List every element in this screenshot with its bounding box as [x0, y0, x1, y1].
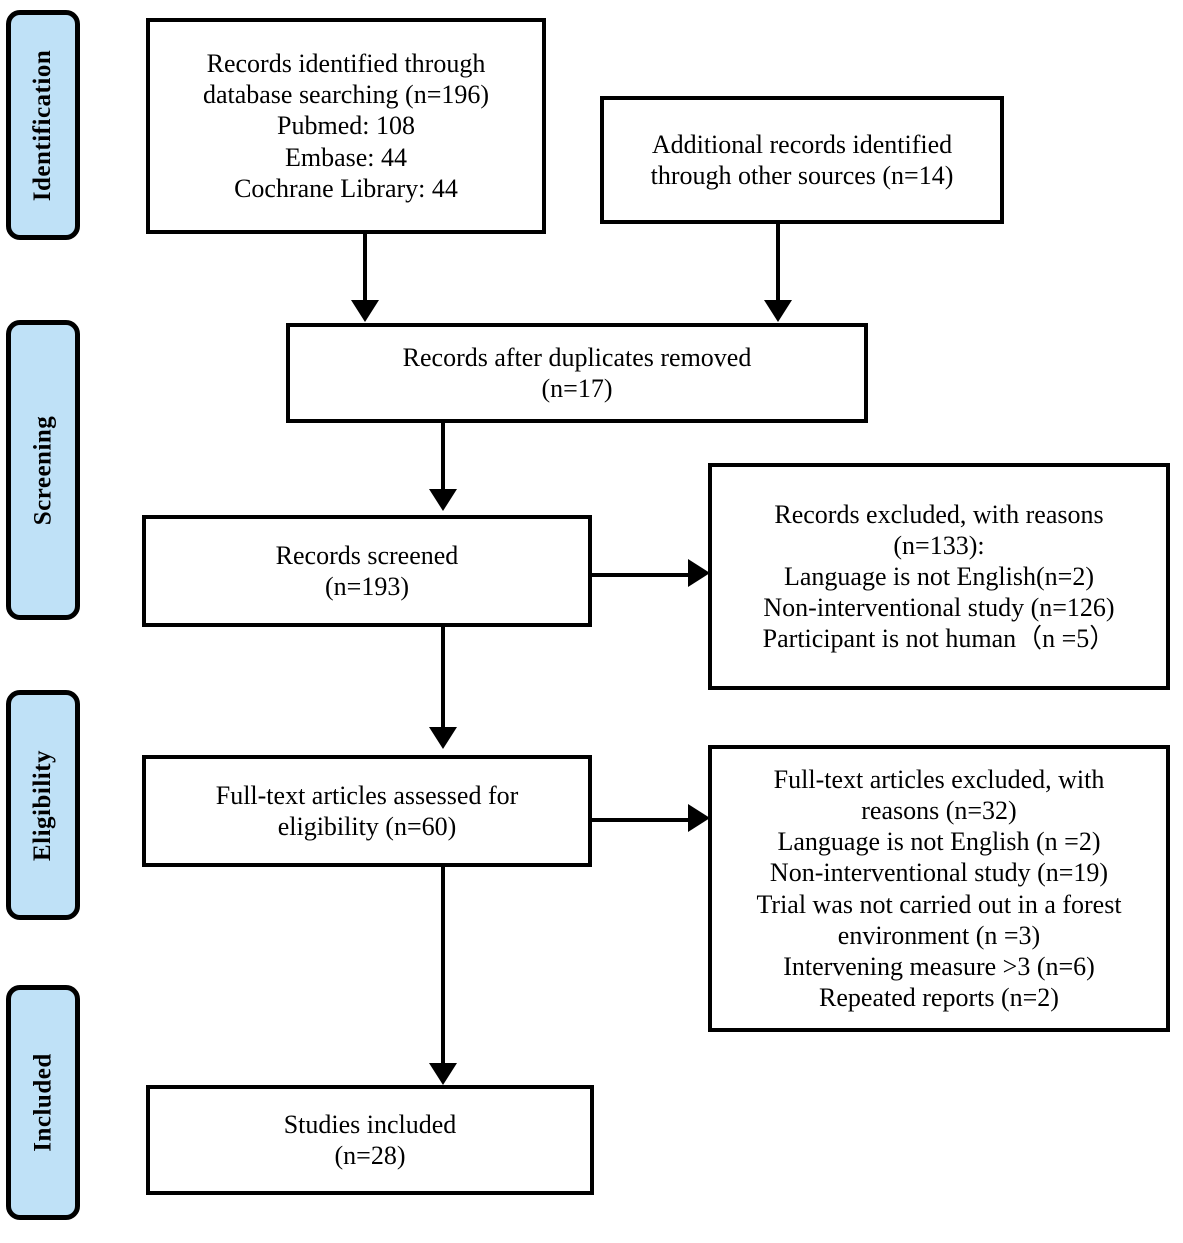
- stage-label-eligibility: Eligibility: [6, 690, 80, 920]
- box-records-excluded: Records excluded, with reasons (n=133): …: [708, 463, 1170, 690]
- arrowhead-other-to-duplicates: [764, 300, 792, 322]
- box-duplicates-removed: Records after duplicates removed (n=17): [286, 323, 868, 423]
- connector-screened-to-excluded: [592, 573, 692, 577]
- box-database-records: Records identified through database sear…: [146, 18, 546, 234]
- connector-other-to-duplicates: [776, 224, 780, 306]
- connector-fulltext-to-excluded: [592, 818, 692, 822]
- connector-duplicates-to-screened: [441, 423, 445, 493]
- arrowhead-screened-to-excluded: [688, 559, 710, 587]
- box-fulltext-assessed: Full-text articles assessed for eligibil…: [142, 755, 592, 867]
- arrowhead-duplicates-to-screened: [429, 489, 457, 511]
- stage-label-identification-text: Identification: [29, 49, 57, 201]
- box-fulltext-excluded: Full-text articles excluded, with reason…: [708, 745, 1170, 1032]
- stage-label-screening: Screening: [6, 320, 80, 620]
- box-records-screened-text: Records screened (n=193): [275, 540, 459, 601]
- box-studies-included: Studies included (n=28): [146, 1085, 594, 1195]
- arrowhead-database-to-duplicates: [351, 300, 379, 322]
- connector-screened-to-fulltext: [441, 627, 445, 731]
- box-other-records-text: Additional records identified through ot…: [650, 129, 954, 190]
- box-duplicates-removed-text: Records after duplicates removed (n=17): [402, 342, 752, 403]
- arrowhead-screened-to-fulltext: [429, 727, 457, 749]
- box-records-excluded-text: Records excluded, with reasons (n=133): …: [762, 499, 1116, 654]
- arrowhead-fulltext-to-excluded: [688, 804, 710, 832]
- box-records-screened: Records screened (n=193): [142, 515, 592, 627]
- box-studies-included-text: Studies included (n=28): [283, 1109, 457, 1170]
- arrowhead-fulltext-to-included: [429, 1063, 457, 1085]
- stage-label-identification: Identification: [6, 10, 80, 240]
- box-database-records-text: Records identified through database sear…: [202, 49, 490, 203]
- stage-label-included: Included: [6, 985, 80, 1220]
- connector-fulltext-to-included: [441, 867, 445, 1067]
- box-other-records: Additional records identified through ot…: [600, 96, 1004, 224]
- stage-label-screening-text: Screening: [29, 415, 57, 525]
- connector-database-to-duplicates: [363, 234, 367, 306]
- stage-label-eligibility-text: Eligibility: [29, 749, 57, 861]
- stage-label-included-text: Included: [29, 1053, 57, 1152]
- box-fulltext-assessed-text: Full-text articles assessed for eligibil…: [215, 780, 519, 841]
- box-fulltext-excluded-text: Full-text articles excluded, with reason…: [756, 764, 1122, 1013]
